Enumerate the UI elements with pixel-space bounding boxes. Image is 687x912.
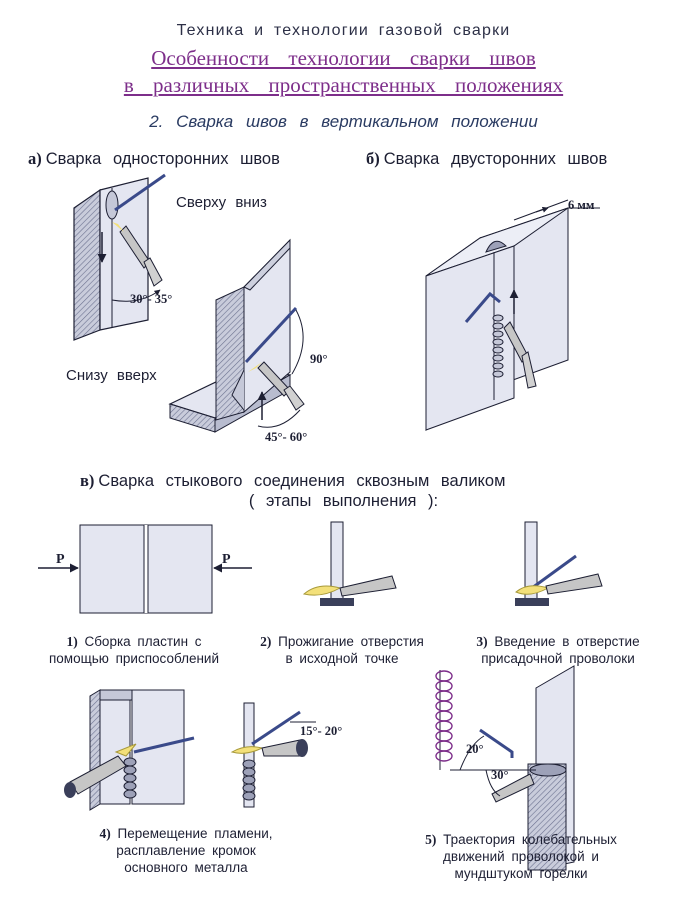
page-subtitle-1: Особенности технологии сварки швов bbox=[151, 46, 536, 70]
angle-30: 30° bbox=[491, 768, 509, 782]
zigzag-trajectory bbox=[435, 670, 453, 762]
part-c-subtitle: ( этапы выполнения ): bbox=[248, 492, 439, 510]
angle-30-35: 30°- 35° bbox=[130, 292, 173, 306]
weld-bead-4b bbox=[242, 759, 256, 801]
step-1-line1: Сборка пластин с bbox=[84, 634, 202, 649]
torch-2 bbox=[248, 361, 305, 411]
step-1-caption: 1) Сборка пластин с помощью приспособлен… bbox=[24, 633, 244, 667]
step-2-line2: в исходной точке bbox=[285, 651, 399, 666]
step-5-figure bbox=[435, 665, 575, 871]
step-5-line2: движений проволокой и bbox=[443, 849, 599, 864]
step-3-num: 3) bbox=[476, 634, 488, 649]
double-side-plates bbox=[425, 199, 600, 431]
step-1-line2: помощью приспособлений bbox=[48, 651, 219, 666]
step-3-figure bbox=[515, 521, 603, 606]
step-4-section bbox=[230, 702, 316, 808]
label-bottom-up: Снизу вверх bbox=[66, 367, 157, 384]
page-title: Техника и технологии газовой сварки bbox=[176, 22, 511, 39]
part-b-title-text: Сварка двусторонних швов bbox=[383, 150, 608, 168]
force-left-label: P bbox=[56, 552, 65, 567]
step-4-plates bbox=[64, 689, 195, 811]
step-1-figure bbox=[38, 524, 252, 614]
part-c-title: в)Сварка стыкового соединения сквозным в… bbox=[80, 471, 505, 491]
step-4-line1: Перемещение пламени, bbox=[117, 826, 273, 841]
label-top-down: Сверху вниз bbox=[176, 194, 267, 211]
step-3-line2: присадочной проволоки bbox=[481, 651, 635, 666]
angle-90: 90° bbox=[310, 352, 328, 366]
part-a-title-text: Сварка односторонних швов bbox=[45, 150, 280, 168]
torch-3 bbox=[503, 321, 537, 389]
step-4-line2: расплавление кромок bbox=[116, 843, 256, 858]
angle-20: 20° bbox=[466, 742, 484, 756]
part-a-title: а)Сварка односторонних швов bbox=[28, 149, 280, 169]
step-1-num: 1) bbox=[66, 634, 78, 649]
step-5-num: 5) bbox=[425, 832, 437, 847]
step-2-line1: Прожигание отверстия bbox=[278, 634, 424, 649]
part-c-title-text: Сварка стыкового соединения сквозным вал… bbox=[98, 472, 506, 490]
angle-15-20: 15°- 20° bbox=[300, 724, 343, 738]
page-subtitle-2: в различных пространственных положениях bbox=[123, 73, 564, 97]
part-b-title: б)Сварка двусторонних швов bbox=[366, 149, 607, 169]
weld-bead-vertical bbox=[492, 314, 504, 378]
part-c-marker: в) bbox=[80, 471, 95, 490]
plate-top-down bbox=[73, 173, 166, 341]
force-right-label: P bbox=[222, 552, 231, 567]
step-4-line3: основного металла bbox=[124, 860, 248, 875]
dimension-6mm: 6 мм bbox=[568, 198, 595, 212]
section-title: 2. Сварка швов в вертикальном положении bbox=[149, 112, 538, 131]
torch-1 bbox=[112, 222, 163, 287]
angle-45-60: 45°- 60° bbox=[265, 430, 308, 444]
step-2-caption: 2) Прожигание отверстия в исходной точке bbox=[238, 633, 446, 667]
step-4-num: 4) bbox=[99, 826, 111, 841]
step-5-line1: Траектория колебательных bbox=[443, 832, 617, 847]
step-5-caption: 5) Траектория колебательных движений про… bbox=[400, 831, 642, 882]
t-joint-bottom-up bbox=[168, 238, 305, 433]
step-4-caption: 4) Перемещение пламени, расплавление кро… bbox=[76, 825, 296, 876]
step-3-line1: Введение в отверстие bbox=[494, 634, 640, 649]
step-2-figure bbox=[302, 521, 397, 606]
part-b-marker: б) bbox=[366, 149, 380, 168]
step-5-line3: мундштуком горелки bbox=[454, 866, 588, 881]
part-a-marker: а) bbox=[28, 149, 42, 168]
weld-bead-4 bbox=[123, 757, 137, 799]
step-3-caption: 3) Введение в отверстие присадочной пров… bbox=[448, 633, 668, 667]
step-2-num: 2) bbox=[260, 634, 272, 649]
